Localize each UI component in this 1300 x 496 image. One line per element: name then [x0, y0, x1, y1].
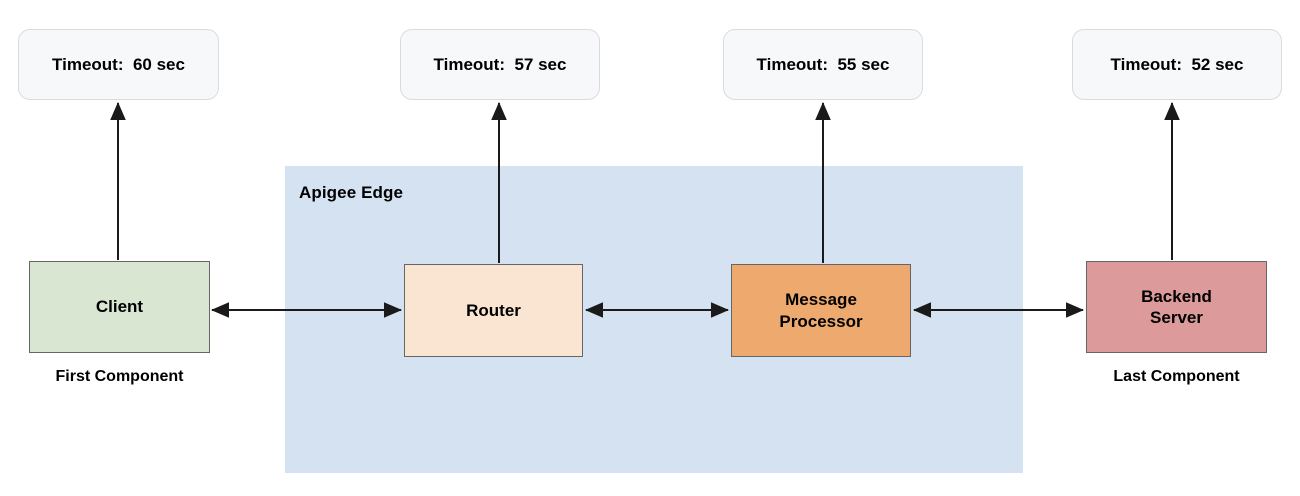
timeout-callout-backend-server-text: Timeout: 52 sec — [1110, 54, 1244, 74]
component-box-message-processor: Message Processor — [731, 264, 911, 357]
component-box-client: Client — [29, 261, 210, 353]
caption-last-component: Last Component — [1113, 368, 1240, 385]
timeout-callout-router-text: Timeout: 57 sec — [433, 54, 567, 74]
component-label-router: Router — [466, 300, 521, 320]
component-label-client: Client — [95, 297, 144, 317]
timeout-callout-client: Timeout: 60 sec — [18, 29, 219, 100]
apigee-edge-label: Apigee Edge — [299, 183, 404, 202]
component-box-backend-server: Backend Server — [1086, 261, 1267, 353]
timeout-callout-router: Timeout: 57 sec — [400, 29, 600, 100]
component-label-message-processor: Message Processor — [779, 290, 863, 331]
component-label-backend-server: Backend Server — [1141, 286, 1212, 327]
apigee-edge-region — [285, 166, 1023, 473]
timeout-callout-message-processor: Timeout: 55 sec — [723, 29, 923, 100]
timeout-callout-message-processor-text: Timeout: 55 sec — [756, 54, 890, 74]
timeout-callout-backend-server: Timeout: 52 sec — [1072, 29, 1282, 100]
caption-first-component: First Component — [55, 368, 184, 385]
component-box-router: Router — [404, 264, 583, 357]
timeout-callout-client-text: Timeout: 60 sec — [52, 54, 185, 74]
